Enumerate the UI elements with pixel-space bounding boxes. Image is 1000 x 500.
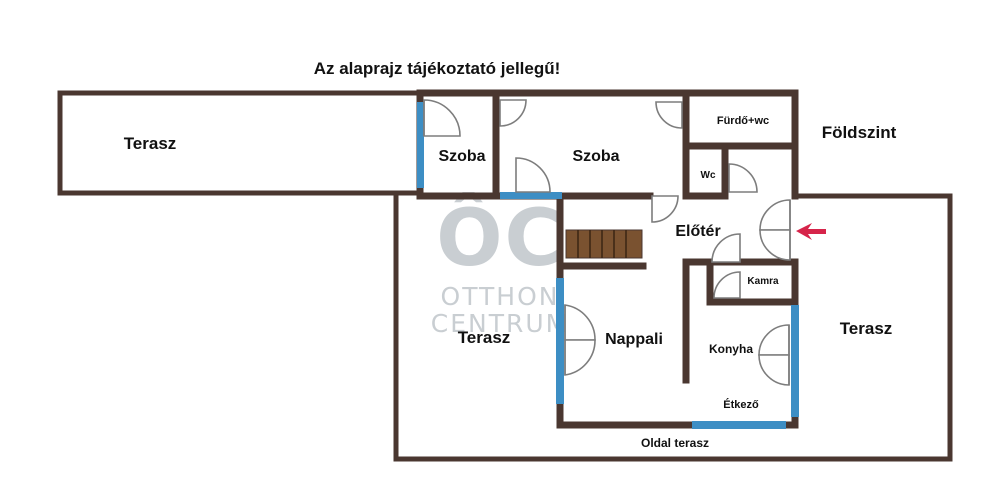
room-terrace-left: Terasz bbox=[458, 328, 511, 347]
window-living-left bbox=[556, 278, 564, 404]
room-szoba-small: Szoba bbox=[438, 148, 485, 165]
door-entrance bbox=[759, 199, 791, 261]
door-kitchen bbox=[758, 324, 790, 386]
window-dining-bottom bbox=[692, 421, 786, 429]
door-szoba-hall bbox=[655, 101, 683, 129]
doors bbox=[423, 99, 791, 386]
level-label: Földszint bbox=[822, 123, 897, 142]
room-wc: Wc bbox=[701, 170, 716, 181]
terrace-outlines bbox=[57, 90, 953, 462]
terrace-top-left-outline bbox=[57, 90, 421, 196]
wall-upper-block bbox=[416, 89, 799, 200]
notice-title: Az alaprajz tájékoztató jellegű! bbox=[314, 59, 561, 78]
window-szoba-bottom bbox=[500, 192, 562, 199]
door-szoba-top bbox=[499, 99, 527, 127]
door-wc bbox=[728, 163, 758, 193]
room-living: Nappali bbox=[605, 331, 663, 348]
door-hall-inner bbox=[711, 233, 741, 263]
stairs bbox=[565, 229, 643, 259]
windows bbox=[417, 102, 799, 429]
door-pantry bbox=[713, 271, 741, 299]
door-szoba-window bbox=[515, 157, 551, 193]
door-living bbox=[564, 304, 596, 376]
room-dining: Étkező bbox=[723, 398, 759, 411]
room-terrace-top-left: Terasz bbox=[124, 134, 177, 153]
window-szoba-left bbox=[417, 102, 424, 188]
labels: Az alaprajz tájékoztató jellegű! Földszi… bbox=[124, 59, 897, 450]
room-bathroom: Fürdő+wc bbox=[717, 115, 769, 127]
watermark: ÔC OTTHON CENTRUM bbox=[431, 192, 569, 338]
entry-arrow-icon bbox=[796, 223, 826, 240]
room-kitchen: Konyha bbox=[709, 342, 753, 356]
room-side-terrace: Oldal terasz bbox=[641, 436, 709, 450]
watermark-line1: OTTHON bbox=[441, 282, 560, 311]
door-szoba-small bbox=[423, 99, 461, 137]
watermark-logo: ÔC bbox=[436, 192, 564, 284]
window-kitchen-right bbox=[791, 305, 799, 417]
room-terrace-right: Terasz bbox=[840, 319, 893, 338]
door-hall-top bbox=[651, 195, 679, 223]
room-pantry: Kamra bbox=[747, 276, 779, 287]
watermark-line2: CENTRUM bbox=[431, 309, 569, 338]
room-szoba-large: Szoba bbox=[572, 148, 619, 165]
room-hallway: Előtér bbox=[675, 223, 720, 240]
terrace-lower-outline bbox=[393, 193, 953, 462]
